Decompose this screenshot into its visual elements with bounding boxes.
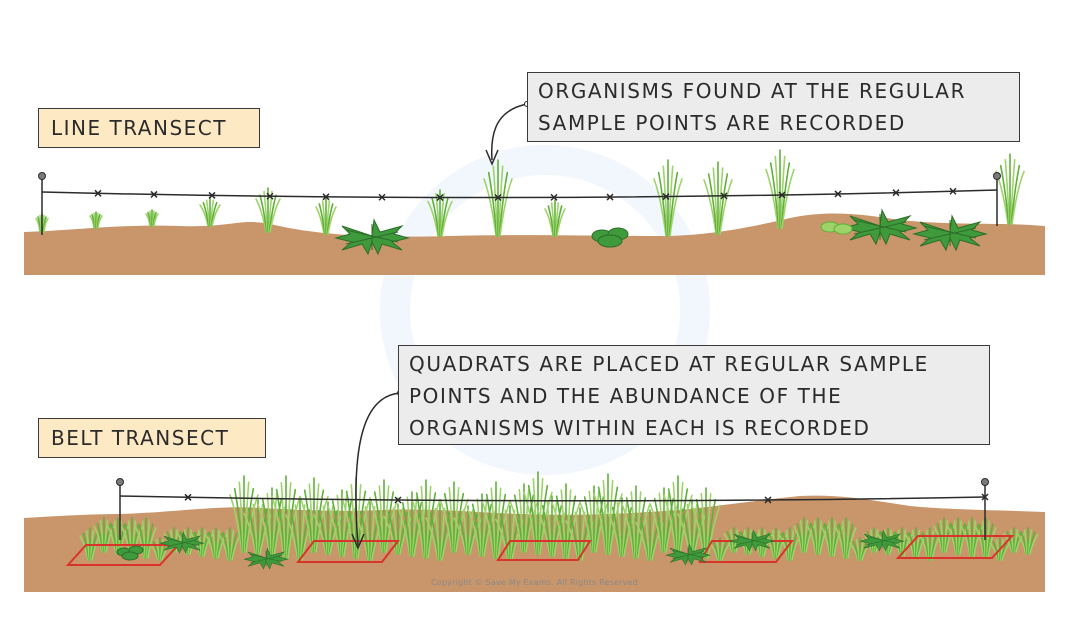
sample-point-mark (266, 192, 274, 200)
belt-sample-points (184, 493, 989, 504)
grass-tuft (439, 481, 469, 553)
grass-tuft (607, 497, 637, 557)
sample-point-mark (606, 193, 614, 201)
grass-tuft (765, 149, 795, 229)
line-callout-arrow (490, 103, 528, 161)
grass-tuft (257, 487, 287, 557)
clover-plant (116, 545, 144, 561)
line-transect-rope (38, 172, 1001, 235)
sample-point-mark (949, 187, 957, 195)
grass-tuft (315, 197, 337, 235)
sample-point-mark (662, 193, 670, 201)
belt-transect-rope (116, 478, 989, 540)
grass-tuft (285, 499, 315, 561)
belt-transect-callout: QUADRATS ARE PLACED AT REGULAR SAMPLE PO… (398, 345, 990, 445)
line-callout-arrowhead (485, 149, 499, 166)
belt-callout-arrowhead (351, 533, 365, 550)
quadrat (895, 535, 1015, 559)
grass-tuft (635, 509, 665, 561)
copyright-notice: Copyright © Save My Exams. All Rights Re… (431, 578, 638, 587)
line-transect-plants (335, 209, 987, 255)
grass-tuft (255, 187, 281, 233)
sample-point-mark (720, 192, 728, 200)
grass-tuft (397, 491, 427, 557)
sample-point-mark (378, 193, 386, 201)
callout-line: ORGANISMS FOUND AT THE REGULAR (538, 79, 967, 103)
belt-callout-arrow (355, 392, 401, 546)
clover-plant (591, 227, 629, 248)
grass-tuft (821, 517, 843, 557)
sample-point-mark (94, 189, 102, 197)
grass-tuft (905, 527, 927, 559)
sample-point-mark (981, 493, 989, 501)
sample-point-mark (834, 190, 842, 198)
grass-tuft (835, 517, 857, 559)
quadrat (295, 540, 401, 563)
grass-tuft (313, 501, 343, 555)
sample-point-mark (550, 193, 558, 201)
callout-line: QUADRATS ARE PLACED AT REGULAR SAMPLE (409, 352, 929, 376)
dandelion-plant (335, 219, 409, 255)
callout-line: POINTS AND THE ABUNDANCE OF THE (409, 384, 843, 408)
quadrat (65, 544, 181, 566)
callout-line: ORGANISMS WITHIN EACH IS RECORDED (409, 416, 871, 440)
sample-point-mark (436, 193, 444, 202)
sample-point-mark (394, 496, 402, 504)
grass-tuft (544, 199, 566, 237)
grass-tuft (975, 517, 997, 559)
line-transect-label: LINE TRANSECT (38, 108, 260, 148)
grass-tuft (453, 505, 483, 555)
grass-tuft (765, 527, 787, 559)
grass-tuft (89, 211, 103, 229)
clover-plant (820, 221, 853, 235)
sample-point-mark (208, 191, 216, 199)
grass-tuft (483, 159, 513, 237)
quadrat (496, 540, 592, 561)
grass-tuft (649, 487, 679, 553)
grass-tuft (793, 517, 815, 553)
grass-tuft (509, 483, 539, 553)
grass-tuft (621, 485, 651, 559)
grass-tuft (145, 209, 159, 227)
sample-point-mark (764, 496, 772, 504)
grass-tuft (205, 527, 227, 559)
grass-tuft (703, 161, 733, 235)
sample-point-mark (778, 191, 786, 199)
line-transect-soil (24, 213, 1045, 275)
line-transect-grass (35, 149, 1025, 237)
watermark-logo (380, 145, 710, 475)
belt-transect-label: BELT TRANSECT (38, 418, 266, 458)
dandelion-plant (913, 215, 987, 251)
sample-point-mark (184, 493, 192, 501)
grass-tuft (199, 197, 221, 227)
callout-line: SAMPLE POINTS ARE RECORDED (538, 111, 906, 135)
grass-tuft (989, 537, 1011, 561)
grass-tuft (135, 517, 157, 559)
sample-point-mark (322, 193, 330, 201)
sample-point-mark (150, 190, 158, 198)
sample-point-mark (892, 189, 900, 197)
line-transect-callout: ORGANISMS FOUND AT THE REGULAR SAMPLE PO… (527, 72, 1020, 142)
grass-tuft (1017, 527, 1039, 555)
belt-transect-plants (116, 530, 904, 570)
grass-tuft (653, 159, 683, 237)
grass-tuft (411, 479, 441, 559)
grass-tuft (995, 153, 1025, 225)
sample-point-mark (494, 194, 502, 202)
line-sample-points (94, 187, 957, 202)
